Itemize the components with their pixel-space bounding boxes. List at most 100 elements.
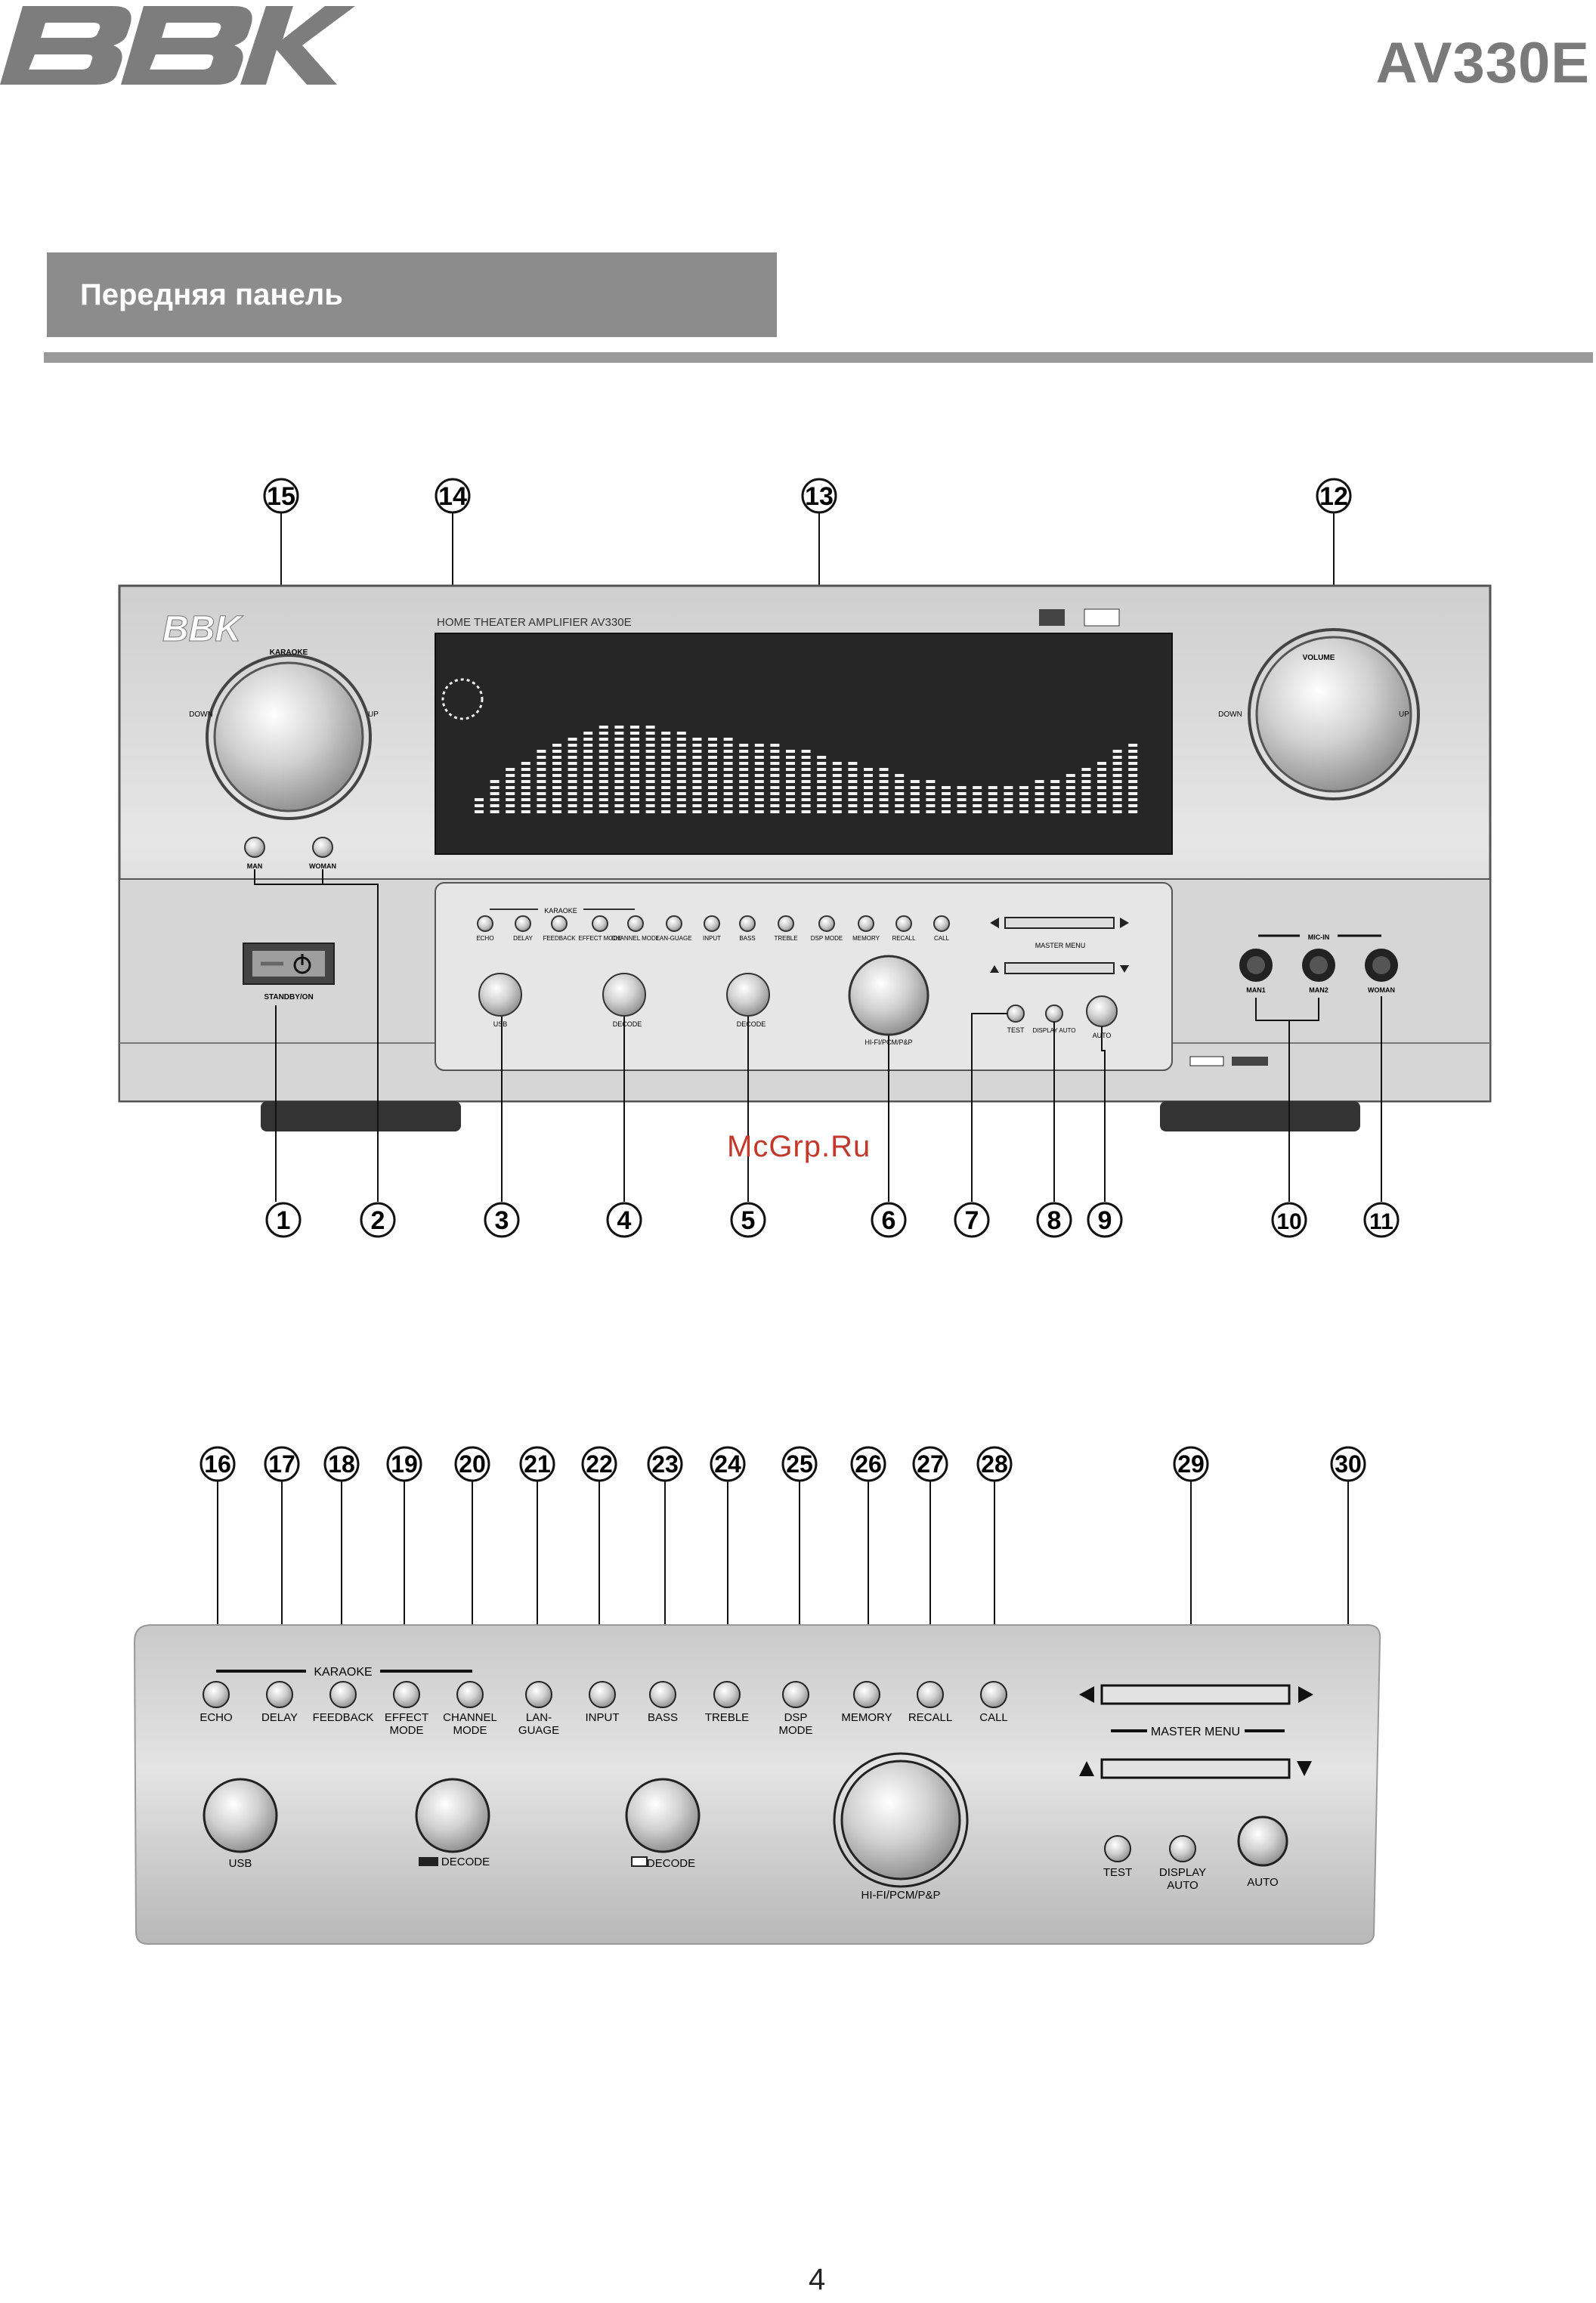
spectrum-segment xyxy=(598,732,608,735)
spectrum-segment xyxy=(568,792,577,795)
detail-button-2[interactable]: DELAY xyxy=(261,1681,298,1724)
svg-text:BASS: BASS xyxy=(739,935,755,942)
spectrum-segment xyxy=(475,804,484,807)
detail-button-1[interactable]: ECHO xyxy=(200,1681,233,1724)
detail-button-11[interactable]: MEMORY xyxy=(841,1681,892,1724)
device-button-2[interactable]: DELAY xyxy=(513,915,533,942)
man-button[interactable]: MAN xyxy=(244,837,265,870)
spectrum-segment xyxy=(614,744,624,747)
decode-knob-2[interactable]: DECODE xyxy=(726,973,770,1028)
svg-text:RECALL: RECALL xyxy=(892,935,916,942)
device-button-13[interactable]: CALL xyxy=(933,915,950,942)
detail-decode-knob-2[interactable]: DECODE xyxy=(625,1778,701,1870)
spectrum-segment xyxy=(661,798,671,801)
master-menu-ud[interactable] xyxy=(990,962,1129,974)
device-button-10[interactable]: DSP MODE xyxy=(811,915,843,942)
svg-text:MODE: MODE xyxy=(453,1724,487,1737)
detail-button-7[interactable]: INPUT xyxy=(586,1681,620,1724)
svg-text:5: 5 xyxy=(741,1206,756,1235)
svg-text:15: 15 xyxy=(267,482,295,511)
mic-jack-man1[interactable]: MAN1 xyxy=(1239,949,1273,994)
svg-text:MAN: MAN xyxy=(247,862,263,870)
standby-button[interactable]: STANDBY/ON xyxy=(243,943,335,1001)
spectrum-segment xyxy=(645,726,655,729)
spectrum-segment xyxy=(910,780,920,783)
section-header: Передняя панель xyxy=(47,252,777,337)
spectrum-segment xyxy=(1004,792,1013,795)
detail-button-8[interactable]: BASS xyxy=(648,1681,678,1724)
decode-knob-1[interactable]: DECODE xyxy=(602,973,646,1028)
spectrum-segment xyxy=(723,756,733,759)
mic-in-label: MIC-IN xyxy=(1308,933,1330,941)
detail-display-auto-button[interactable]: DISPLAY AUTO xyxy=(1159,1835,1206,1892)
svg-text:RECALL: RECALL xyxy=(908,1711,952,1724)
device-button-9[interactable]: TREBLE xyxy=(774,915,798,942)
device-button-4[interactable]: EFFECT MODE xyxy=(578,915,622,942)
spectrum-segment xyxy=(817,804,827,807)
spectrum-segment xyxy=(645,780,655,783)
spectrum-segment xyxy=(988,810,998,813)
device-button-8[interactable]: BASS xyxy=(739,915,756,942)
karaoke-knob[interactable]: KARAOKE DOWN UP xyxy=(189,648,379,820)
spectrum-segment xyxy=(708,804,717,807)
device-button-1[interactable]: ECHO xyxy=(476,915,494,942)
spectrum-segment xyxy=(786,750,795,753)
spectrum-segment xyxy=(1050,798,1060,801)
spectrum-segment xyxy=(692,792,702,795)
device-button-7[interactable]: INPUT xyxy=(703,915,721,942)
spectrum-segment xyxy=(723,738,733,741)
spectrum-segment xyxy=(1112,756,1122,759)
mic-jack-man2[interactable]: MAN2 xyxy=(1302,949,1335,994)
detail-button-12[interactable]: RECALL xyxy=(908,1681,952,1724)
detail-button-6[interactable]: LAN-GUAGE xyxy=(518,1681,559,1737)
spectrum-segment xyxy=(676,810,686,813)
device-button-3[interactable]: FEEDBACK xyxy=(543,915,576,942)
spectrum-segment xyxy=(754,798,764,801)
detail-button-3[interactable]: FEEDBACK xyxy=(313,1681,374,1724)
device-button-5[interactable]: CHANNEL MODE xyxy=(611,915,660,942)
spectrum-segment xyxy=(1050,810,1060,813)
detail-button-13[interactable]: CALL xyxy=(979,1681,1008,1724)
model-title: AV330E xyxy=(1375,31,1590,95)
detail-usb-knob[interactable]: USB xyxy=(203,1778,278,1870)
detail-button-9[interactable]: TREBLE xyxy=(705,1681,749,1724)
svg-text:28: 28 xyxy=(981,1450,1008,1478)
spectrum-segment xyxy=(614,792,624,795)
woman-button[interactable]: WOMAN xyxy=(309,837,336,870)
detail-test-button[interactable]: TEST xyxy=(1103,1835,1132,1879)
detail-master-menu-lr[interactable] xyxy=(1079,1684,1313,1705)
spectrum-segment xyxy=(1004,810,1013,813)
spectrum-segment xyxy=(817,798,827,801)
spectrum-segment xyxy=(568,768,577,771)
detail-hifi-knob[interactable]: HI-FI/PCM/P&P xyxy=(833,1752,969,1902)
device-button-12[interactable]: RECALL xyxy=(892,915,916,942)
spectrum-segment xyxy=(848,768,858,771)
spectrum-segment xyxy=(864,804,873,807)
usb-knob[interactable]: USB xyxy=(478,973,522,1028)
master-menu-lr[interactable] xyxy=(990,917,1129,929)
detail-decode-knob-1[interactable]: DECODE xyxy=(415,1778,490,1868)
spectrum-segment xyxy=(676,804,686,807)
callouts-bottom: 1 2 3 4 5 6 7 8 9 10 11 xyxy=(265,1202,1400,1238)
spectrum-segment xyxy=(879,774,889,777)
detail-auto-button[interactable]: AUTO xyxy=(1237,1815,1288,1889)
detail-master-menu-ud[interactable] xyxy=(1079,1758,1312,1779)
spectrum-segment xyxy=(490,780,500,783)
spectrum-segment xyxy=(552,774,561,777)
device-button-6[interactable]: LAN-GUAGE xyxy=(656,915,692,942)
volume-knob[interactable]: VOLUME DOWN UP xyxy=(1218,628,1420,800)
spectrum-segment xyxy=(692,774,702,777)
svg-text:17: 17 xyxy=(268,1450,295,1478)
spectrum-segment xyxy=(1112,750,1122,753)
device-button-11[interactable]: MEMORY xyxy=(852,915,880,942)
spectrum-segment xyxy=(708,750,717,753)
spectrum-segment xyxy=(1128,798,1138,801)
test-button[interactable]: TEST xyxy=(1007,1004,1025,1034)
spectrum-segment xyxy=(598,750,608,753)
spectrum-segment xyxy=(568,810,577,813)
mic-jack-woman[interactable]: WOMAN xyxy=(1365,949,1398,994)
spectrum-segment xyxy=(1128,744,1138,747)
